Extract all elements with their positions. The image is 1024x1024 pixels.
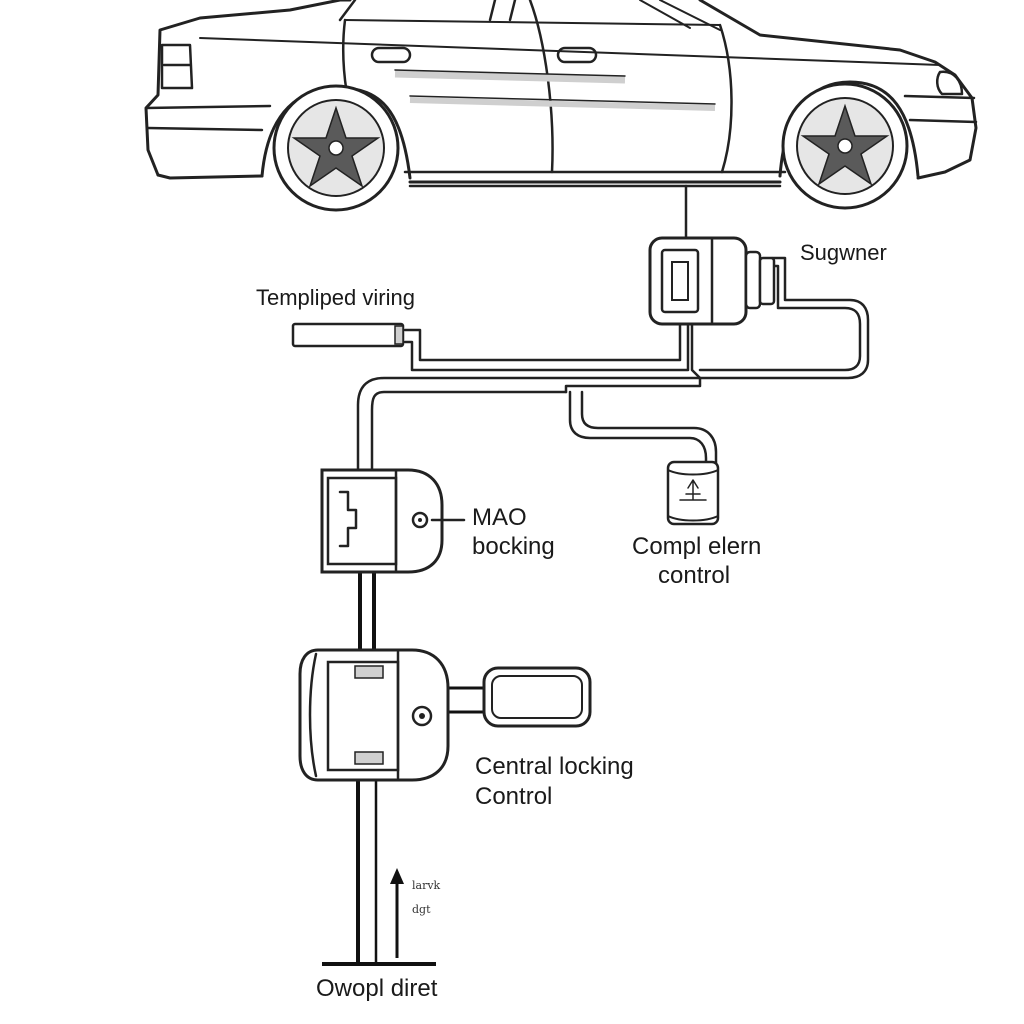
front-wheel: [781, 82, 909, 210]
central-locking-module: [298, 648, 450, 782]
arrow-label-top: larvk: [412, 879, 441, 892]
mao-locking-module: [320, 468, 466, 574]
arrow-label-bottom: dgt: [412, 903, 431, 916]
car-illustration: [144, 0, 978, 212]
templiped-connector: [291, 322, 405, 348]
bottom-label: Owopl diret: [316, 975, 438, 1002]
up-arrow-icon: [390, 868, 404, 958]
central-locking-label: Central locking: [475, 753, 634, 780]
compl-label: Compl elern: [632, 533, 762, 560]
wiring-harness: [322, 184, 870, 966]
sugwner-label: Sugwner: [800, 240, 887, 265]
rear-wheel: [272, 84, 400, 212]
compl-control-label: control: [658, 562, 731, 589]
templiped-viring-label: Templiped viring: [256, 285, 415, 310]
central-control-label: Control: [475, 783, 553, 810]
mao-locking-label: bocking: [472, 533, 555, 560]
central-control-connector: [482, 666, 592, 728]
mao-label: MAO: [472, 504, 527, 531]
sugwner-module: [648, 236, 776, 326]
compl-control-module: [666, 460, 720, 526]
